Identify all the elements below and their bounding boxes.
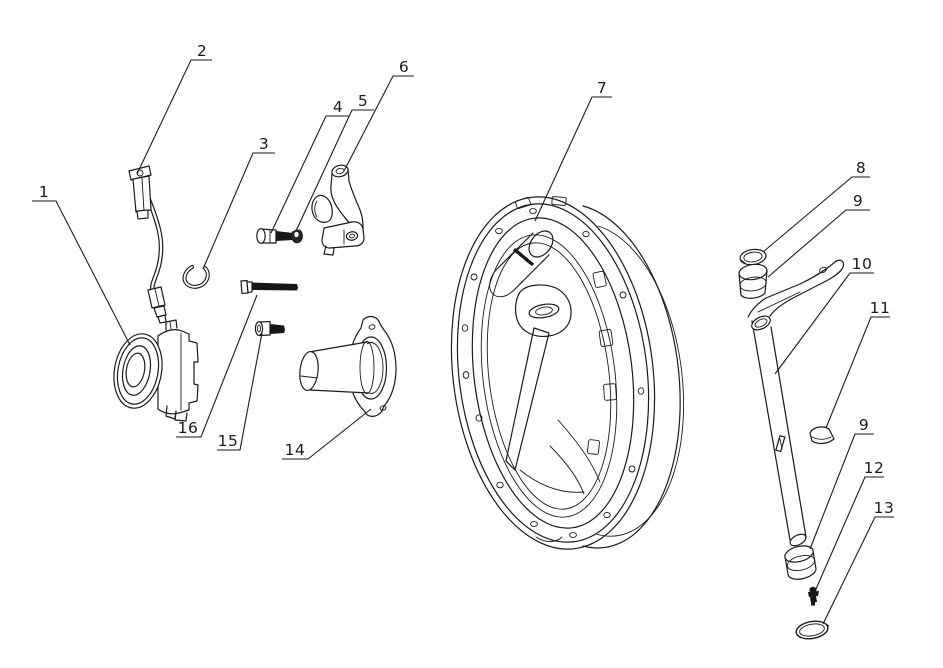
callout-15-label: 15 [218,432,239,450]
callout-14-leader-line [282,408,372,460]
callout-3: 3 [202,135,275,270]
callout-9-top: 9 [767,192,870,278]
callout-12: 12 [815,459,885,590]
callout-4: 4 [270,98,349,234]
part-14-guide-sleeve [299,315,397,417]
callout-2: 2 [136,42,212,175]
callout-3-leader-line [202,152,275,270]
part-12-grease-fitting [808,586,819,606]
part-11-wedge-key [809,426,835,445]
callout-12-label: 12 [864,459,885,477]
callout-12-leader-line [815,476,884,590]
callout-10-leader-line [774,272,874,375]
callout-14-label: 14 [285,441,306,459]
part-16-bolt-long [240,279,298,295]
callout-3-label: 3 [259,135,269,153]
part-2-hose [128,165,167,324]
callout-13-leader-line [822,516,894,625]
callout-4-label: 4 [333,98,343,116]
callout-15-leader-line [217,332,263,451]
callout-2-leader-line [136,59,212,175]
callout-14: 14 [282,408,372,460]
callout-16-label: 16 [178,419,199,437]
callout-6-label: 6 [399,58,409,76]
callout-1-leader-line [32,200,131,346]
callout-1-label: 1 [39,183,49,201]
callout-13-label: 13 [874,499,895,517]
callout-11-label: 11 [870,299,891,317]
part-15-bolt-short [254,320,285,337]
callout-1: 1 [32,183,131,346]
callout-5-label: 5 [358,92,368,110]
callout-9-top-leader-line [767,209,870,278]
part-6-bracket [311,164,365,256]
part-8-seal-ring [739,248,767,266]
callout-10: 10 [774,255,874,375]
callout-9-bottom-leader-line [809,433,874,550]
callout-2-label: 2 [197,42,207,60]
part-3-clip [182,265,210,289]
part-7-clutch-housing [450,196,685,550]
part-10-fork-shaft [747,259,845,547]
callout-7: 7 [534,79,612,222]
part-1-release-bearing [113,319,199,422]
callout-6-leader-line [343,75,414,172]
callout-9-bottom-label: 9 [859,416,869,434]
callout-11-leader-line [825,316,890,429]
part-4-bolt [256,228,297,244]
part-13-o-ring [795,620,830,640]
part-5-washer [291,228,303,244]
callout-5: 5 [295,92,374,232]
callout-7-label: 7 [597,79,607,97]
part-9-bushing-top [738,263,768,299]
callout-8: 8 [762,159,870,253]
callout-4-leader-line [270,115,349,234]
callout-9-top-label: 9 [853,192,863,210]
callout-7-leader-line [534,96,612,222]
part-9-bushing-bottom [784,545,817,580]
callout-10-label: 10 [852,255,873,273]
callout-16-leader-line [176,294,258,438]
callout-5-leader-line [295,109,374,232]
callout-9-bottom: 9 [809,416,874,550]
callout-11: 11 [825,299,891,429]
callout-8-label: 8 [856,159,866,177]
callout-15: 15 [217,332,263,451]
callout-16: 16 [176,294,258,438]
callout-8-leader-line [762,176,870,253]
callout-13: 13 [822,499,895,625]
callout-6: 6 [343,58,414,172]
